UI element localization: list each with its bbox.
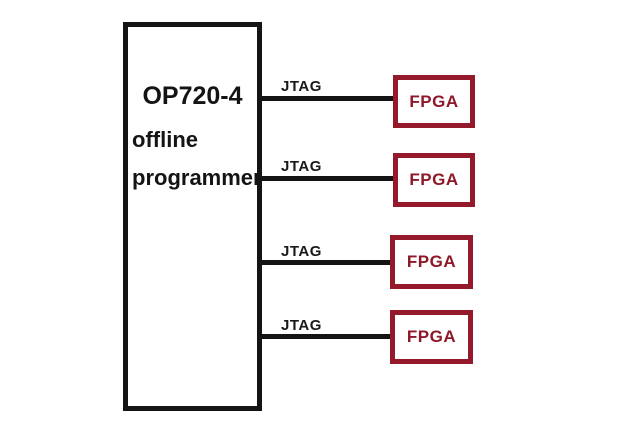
programmer-subtitle-programmer: programmer: [132, 165, 262, 190]
programmer-box: OP720-4 offline programmer: [123, 22, 262, 411]
jtag-wire-2: [258, 176, 395, 181]
jtag-wire-1: [258, 96, 395, 101]
fpga-box-1: FPGA: [393, 75, 475, 128]
jtag-wire-3: [258, 260, 392, 265]
programmer-subtitle-offline: offline: [132, 127, 198, 152]
fpga-box-3: FPGA: [390, 235, 473, 289]
fpga-box-4: FPGA: [390, 310, 473, 364]
fpga-box-2: FPGA: [393, 153, 475, 207]
jtag-wire-4: [258, 334, 392, 339]
jtag-label-1: JTAG: [281, 78, 322, 95]
programmer-title: OP720-4: [142, 82, 243, 110]
jtag-label-4: JTAG: [281, 317, 322, 334]
jtag-label-2: JTAG: [281, 158, 322, 175]
jtag-label-3: JTAG: [281, 243, 322, 260]
